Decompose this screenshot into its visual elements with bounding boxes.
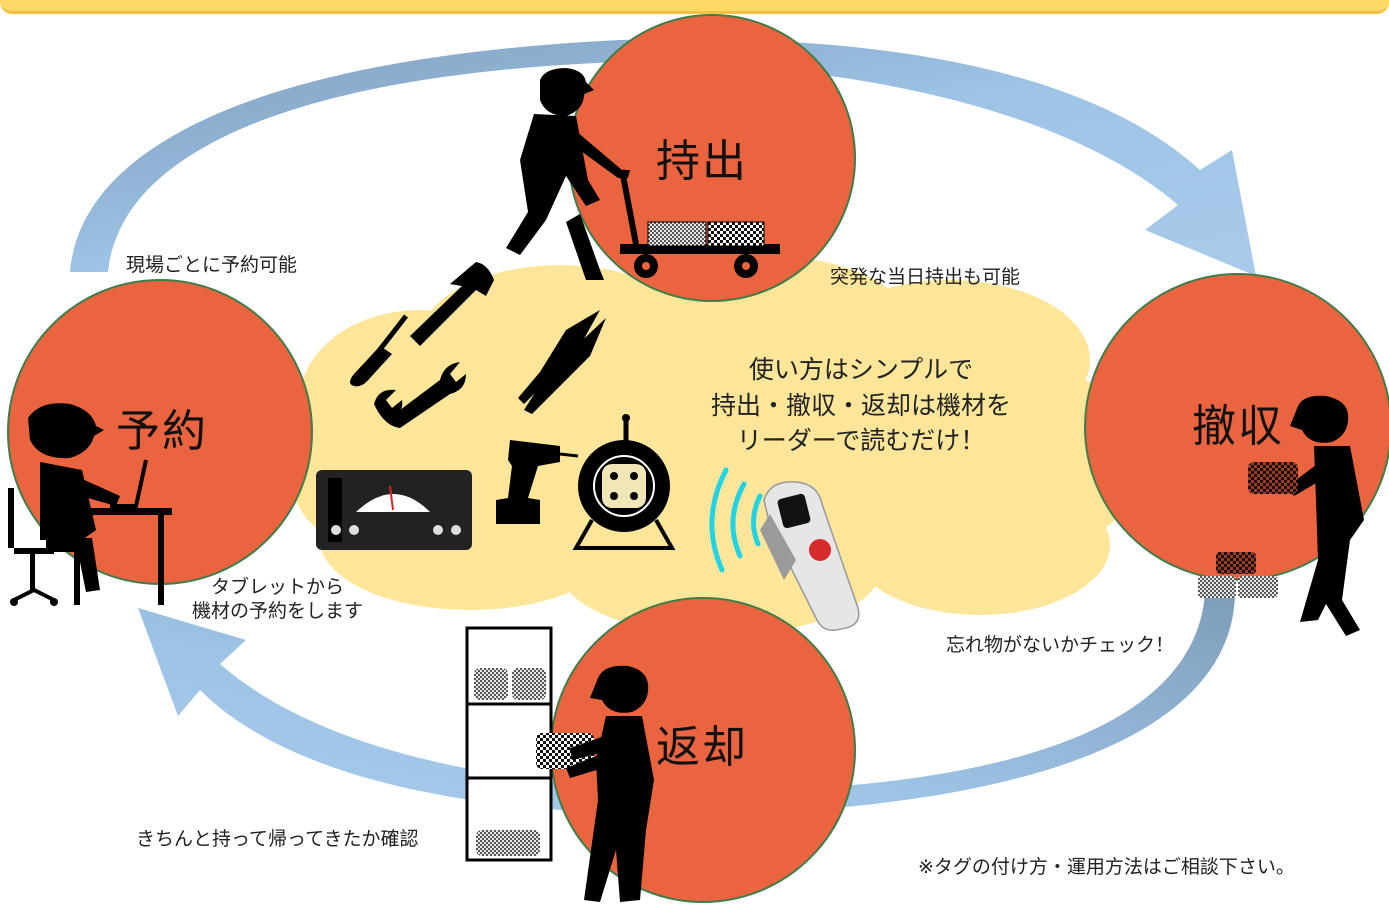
reserve-per-site-caption: 現場ごとに予約可能 [126,254,298,276]
center-message-line3: リーダーで読むだけ！ [736,426,986,455]
meter-icon [316,470,472,550]
takeout-label: 持出 [656,136,748,187]
person-pushing-cart-icon [506,68,780,280]
tablet-reserve-caption: タブレットから 機材の予約をします [192,576,363,624]
wrench-icon [374,362,466,428]
center-cloud [280,255,1140,635]
top-loop-arrow [70,38,1256,276]
screwdriver-icon [350,314,408,387]
cord-reel-icon [572,414,676,550]
tablet-reserve-line2: 機材の予約をします [192,599,364,622]
person-carrying-box-icon [1198,395,1364,636]
center-message-line1: 使い方はシンプルで [748,355,974,384]
rfid-reader-icon [760,481,860,631]
collect-label: 撤収 [1192,401,1284,452]
footnote: ※タグの付け方・運用方法はご相談下さい。 [918,856,1295,878]
center-message-line2: 持出・撤収・返却は機材を [710,390,1011,420]
reserve-label: 予約 [116,406,208,457]
person-placing-box-on-shelf-icon [465,626,654,902]
return-label: 返却 [656,722,748,773]
person-at-laptop-icon [8,403,172,606]
forgotten-check-caption: 忘れ物がないかチェック！ [946,634,1175,656]
tablet-reserve-line1: タブレットから [211,576,345,598]
top-banner-strip [0,0,1389,14]
drill-icon [496,440,579,524]
return-confirm-caption: きちんと持って帰ってきたか確認 [136,828,419,850]
rfid-waves-icon [709,467,763,573]
bottom-loop-arrow [138,594,1235,815]
sudden-takeout-caption: 突発な当日持出も可能 [830,266,1021,288]
center-message: 使い方はシンプルで 持出・撤収・返却は機材を リーダーで読むだけ！ [678,352,1044,459]
pliers-icon [518,310,606,414]
hammer-icon [410,262,494,346]
